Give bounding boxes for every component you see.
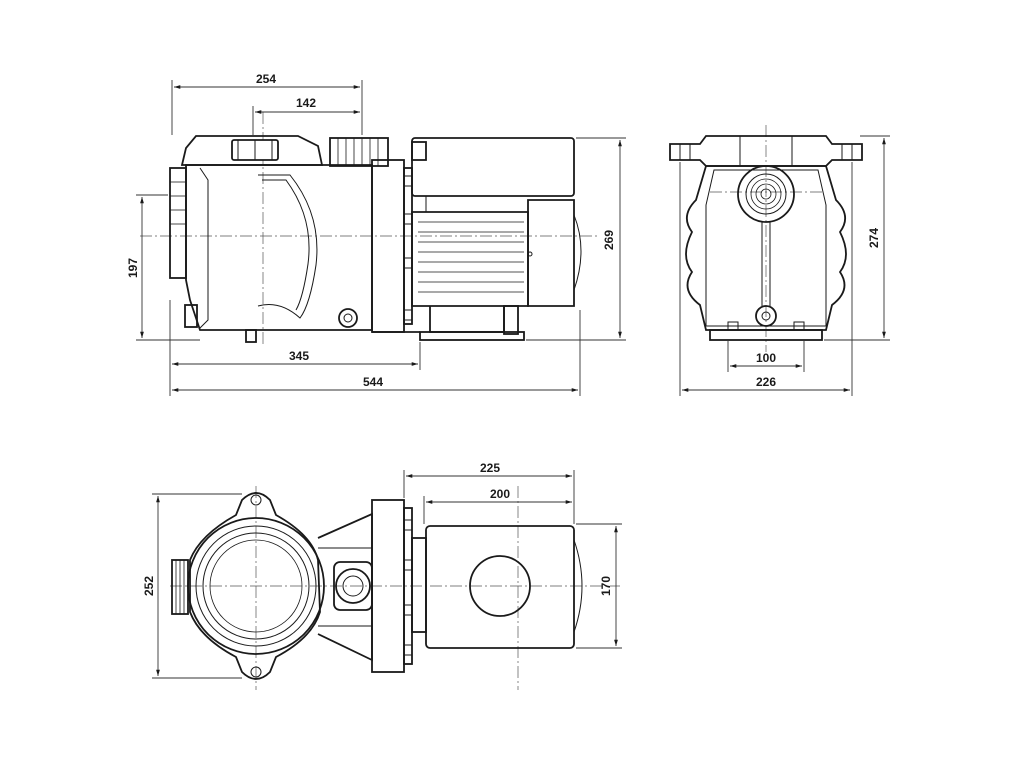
dim-top-170: 170	[599, 576, 613, 596]
dim-top-225: 225	[480, 461, 500, 475]
dim-side-197: 197	[126, 258, 140, 278]
dim-front-226: 226	[756, 375, 776, 389]
side-view: 254 142 197 269 345 544	[126, 72, 626, 396]
dim-side-142: 142	[296, 96, 316, 110]
top-view: 225 200 252 170	[142, 461, 622, 690]
dim-side-254: 254	[256, 72, 276, 86]
dim-front-274: 274	[867, 228, 881, 248]
dim-top-200: 200	[490, 487, 510, 501]
dim-top-252: 252	[142, 576, 156, 596]
dim-side-345: 345	[289, 349, 309, 363]
front-view: 274 100 226	[669, 125, 890, 396]
dim-side-269: 269	[602, 230, 616, 250]
dim-front-100: 100	[756, 351, 776, 365]
dim-side-544: 544	[363, 375, 383, 389]
